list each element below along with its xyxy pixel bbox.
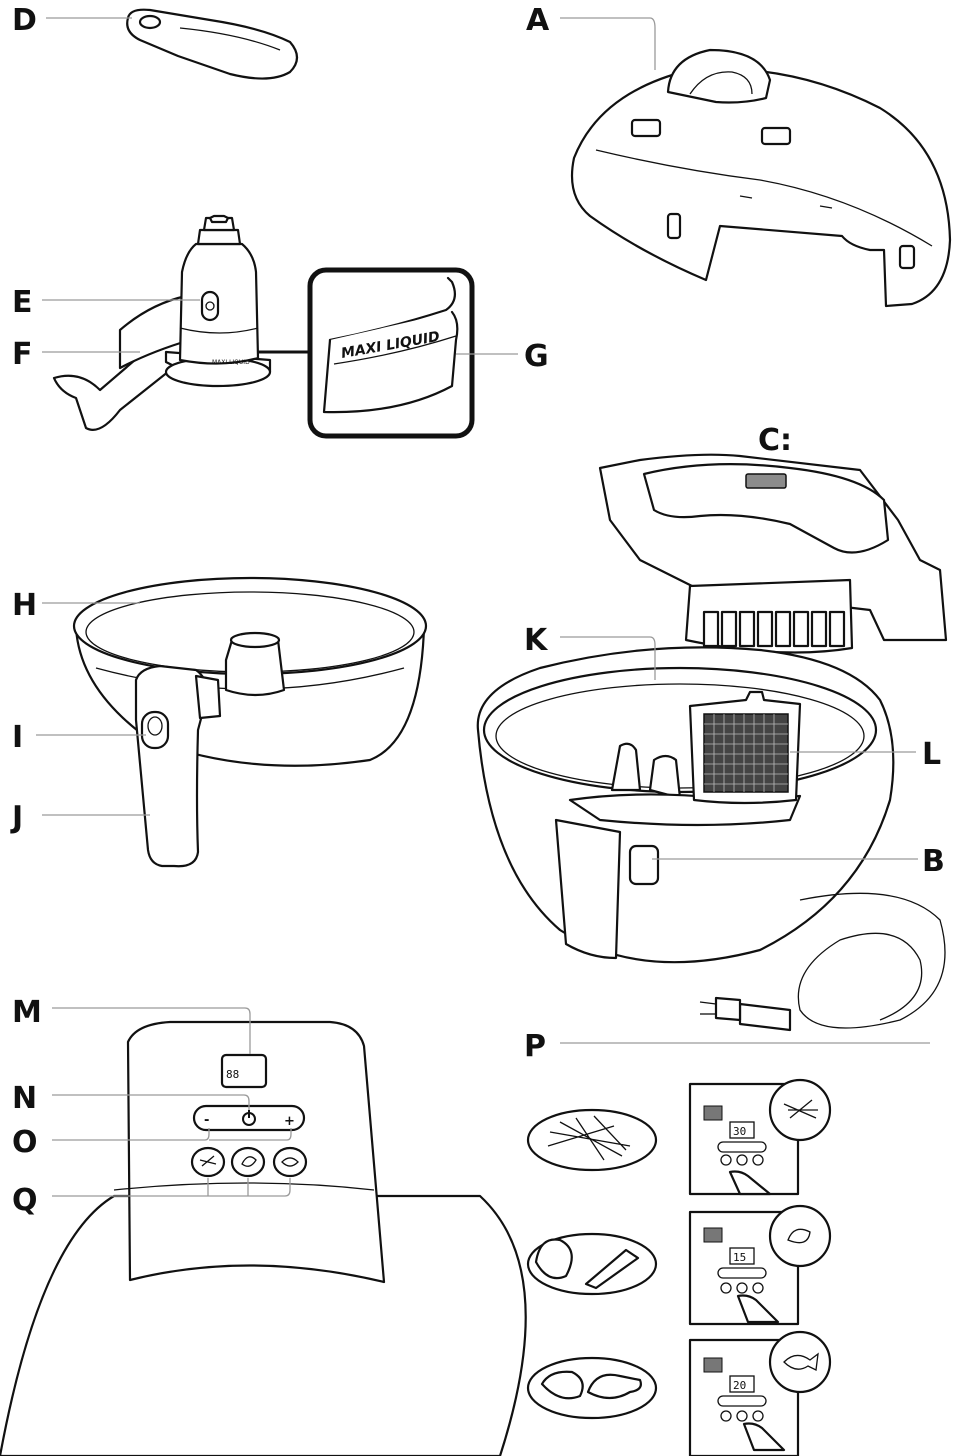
preset-row-vegetables: 15 [526, 1204, 832, 1326]
minus-button[interactable]: - [204, 1113, 209, 1128]
label-j: J [10, 800, 23, 835]
leader-k [560, 636, 656, 680]
fish-preset-button[interactable] [272, 1146, 308, 1178]
leader-n [52, 1094, 250, 1110]
carrot-food [584, 1248, 640, 1290]
label-l: L [922, 737, 941, 772]
power-icon[interactable] [242, 1110, 256, 1126]
filter-grid [702, 610, 846, 648]
label-q: Q [12, 1183, 38, 1218]
label-o: O [12, 1125, 38, 1160]
label-a: A [526, 3, 550, 38]
label-n: N [12, 1081, 37, 1116]
label-f: F [12, 337, 33, 372]
preset-row-fries: 30 [526, 1078, 832, 1196]
leader-q [52, 1178, 291, 1197]
finger-pointer [736, 1294, 780, 1324]
finger-pointer [742, 1422, 786, 1452]
steak-food [540, 1370, 584, 1400]
preset-display-vegetables: 15 [733, 1251, 746, 1264]
measuring-spoon [126, 8, 299, 80]
fries-icon [199, 1155, 217, 1167]
label-b: B [922, 844, 945, 879]
stirring-paddle: MAXI LIQUID [52, 214, 272, 431]
label-h: H [12, 588, 37, 623]
drumstick-food [586, 1373, 642, 1400]
label-d: D [12, 3, 37, 38]
fries-icon-large [783, 1099, 818, 1119]
leader-a [560, 17, 656, 70]
preset-display-box-vegetables [729, 1247, 755, 1265]
finger-pointer [728, 1170, 772, 1196]
fries-food [547, 1115, 631, 1161]
preset-display-box-meat-fish [729, 1375, 755, 1393]
control-display-box [220, 1053, 268, 1089]
leader-o [52, 1128, 292, 1141]
label-g: G [524, 339, 549, 374]
label-k: K [524, 623, 549, 658]
label-c: C: [758, 423, 792, 458]
label-e: E [12, 285, 33, 320]
preset-display-fries: 30 [733, 1125, 746, 1138]
vegetable-icon [241, 1156, 257, 1167]
lid [570, 48, 952, 308]
preset-row-meat-fish: 20 [526, 1330, 832, 1456]
speaker-icon [703, 1105, 723, 1121]
label-i: I [12, 720, 23, 755]
preset-display-meat-fish: 20 [733, 1379, 746, 1392]
preset-icon-vegetables [768, 1204, 832, 1268]
preset-icon-meat-fish [768, 1330, 832, 1394]
control-panel: 88 - + [0, 1020, 527, 1456]
pepper-food [534, 1238, 573, 1280]
preset-display-box-fries [729, 1121, 755, 1139]
label-m: M [12, 995, 42, 1030]
leader-m [52, 1007, 251, 1054]
fish-icon [281, 1157, 299, 1167]
paddle-small-text: MAXI LIQUID [212, 359, 250, 366]
vegetable-icon-large [787, 1228, 811, 1244]
fryer-body [476, 453, 948, 1032]
cooking-pan [72, 576, 428, 868]
plus-button[interactable]: + [284, 1114, 295, 1129]
max-liquid-detail [307, 267, 475, 439]
label-p: P [524, 1029, 546, 1064]
control-display: 88 [226, 1068, 239, 1081]
fish-icon-large [783, 1352, 819, 1371]
vegetable-preset-button[interactable] [230, 1146, 266, 1178]
